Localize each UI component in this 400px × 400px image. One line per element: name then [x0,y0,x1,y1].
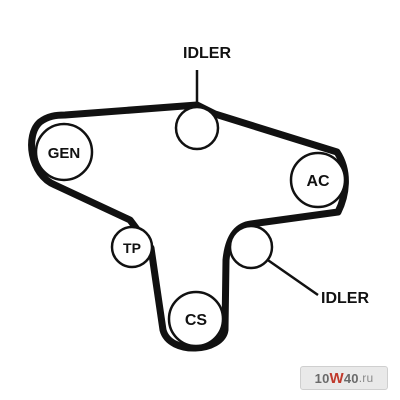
cs-label: CS [185,312,208,329]
idler-right-leader [261,254,319,297]
pulley-tp: TP [110,225,154,269]
pulley-gen: GEN [34,122,94,182]
idler-top-label: IDLER [183,45,231,62]
tp-label: TP [123,240,141,256]
watermark-part-2: W [329,369,344,387]
pulley-cs: CS [167,290,225,348]
pulley-ac: AC [289,151,347,209]
serpentine-belt [28,101,349,352]
gen-label: GEN [48,145,81,162]
pulley-idler-top [174,105,220,151]
ac-label: AC [306,173,330,190]
watermark-part-3: 40 [343,370,359,386]
watermark-part-1: 10 [314,370,330,386]
idler-right-label: IDLER [321,290,369,307]
watermark-part-4: .ru [358,371,374,385]
pulley-idler-right [228,224,274,270]
